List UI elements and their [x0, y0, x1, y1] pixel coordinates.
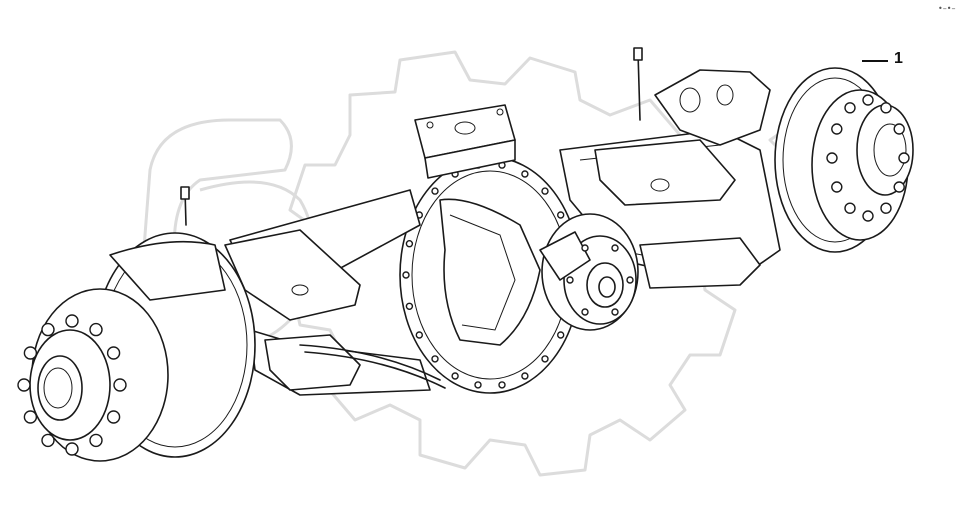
housing-bolt [431, 187, 439, 195]
housing-bolt [415, 331, 423, 339]
pinion-flange [539, 213, 639, 331]
flange-bolt [581, 244, 589, 252]
right-hub-bolt [893, 123, 905, 135]
left-hub-bolt [17, 378, 31, 392]
callout-leader-line [862, 60, 888, 62]
left-hub-bolt [23, 346, 38, 360]
right-hub-bolt [826, 152, 838, 164]
left-hub-bolt [113, 378, 127, 392]
left-hub-bolt [41, 433, 55, 448]
housing-bolt [498, 381, 506, 389]
housing-bolt [557, 331, 565, 339]
housing-bolt [431, 355, 439, 363]
right-hub-bolt [844, 202, 856, 214]
flange-bolt [611, 244, 619, 252]
right-hub-bolt [893, 181, 905, 193]
housing-bolt [405, 239, 414, 248]
abs-sensors [180, 47, 643, 226]
brake-line [299, 344, 446, 389]
housing-bolt [405, 302, 414, 310]
housing-bolt [451, 372, 459, 380]
housing-bolt [402, 271, 410, 279]
right-spring-seat [594, 139, 761, 289]
housing-bolt [521, 372, 529, 380]
left-hub-bolt [106, 346, 121, 360]
left-hub-bolt [89, 322, 103, 337]
flange-bolt [626, 276, 634, 284]
left-hub-bolts [17, 314, 127, 456]
right-hub-bolt [844, 102, 856, 114]
left-wheel-end [29, 232, 256, 462]
right-hub-bolt [831, 123, 843, 135]
right-hub-bolt [880, 102, 892, 114]
right-hub-bolt [880, 202, 892, 214]
right-hub-bolts [826, 94, 910, 222]
housing-bolt [541, 355, 549, 363]
right-hub-bolt [898, 152, 910, 164]
flange-bolt [581, 308, 589, 316]
housing-bolt [557, 211, 565, 219]
flange-bolt [611, 308, 619, 316]
right-hub-bolt [862, 94, 874, 106]
housing-bolt [541, 187, 549, 195]
differential-housing [399, 156, 581, 394]
corner-mark: •–•– [938, 4, 956, 13]
housing-bolt [474, 381, 482, 389]
housing-bolt [521, 170, 529, 178]
left-hub-bolt [89, 433, 103, 448]
left-hub-bolt [65, 442, 79, 456]
right-hub-bolt [831, 181, 843, 193]
left-hub-bolt [23, 410, 38, 424]
callout-label-1[interactable]: 1 [894, 50, 903, 67]
left-hub-bolt [41, 322, 55, 337]
left-hub-bolt [106, 410, 121, 424]
flange-bolts [566, 244, 634, 316]
right-hub-bolt [862, 210, 874, 222]
flange-bolt [566, 276, 574, 284]
mounting-pad [414, 104, 516, 179]
left-hub-bolt [65, 314, 79, 328]
